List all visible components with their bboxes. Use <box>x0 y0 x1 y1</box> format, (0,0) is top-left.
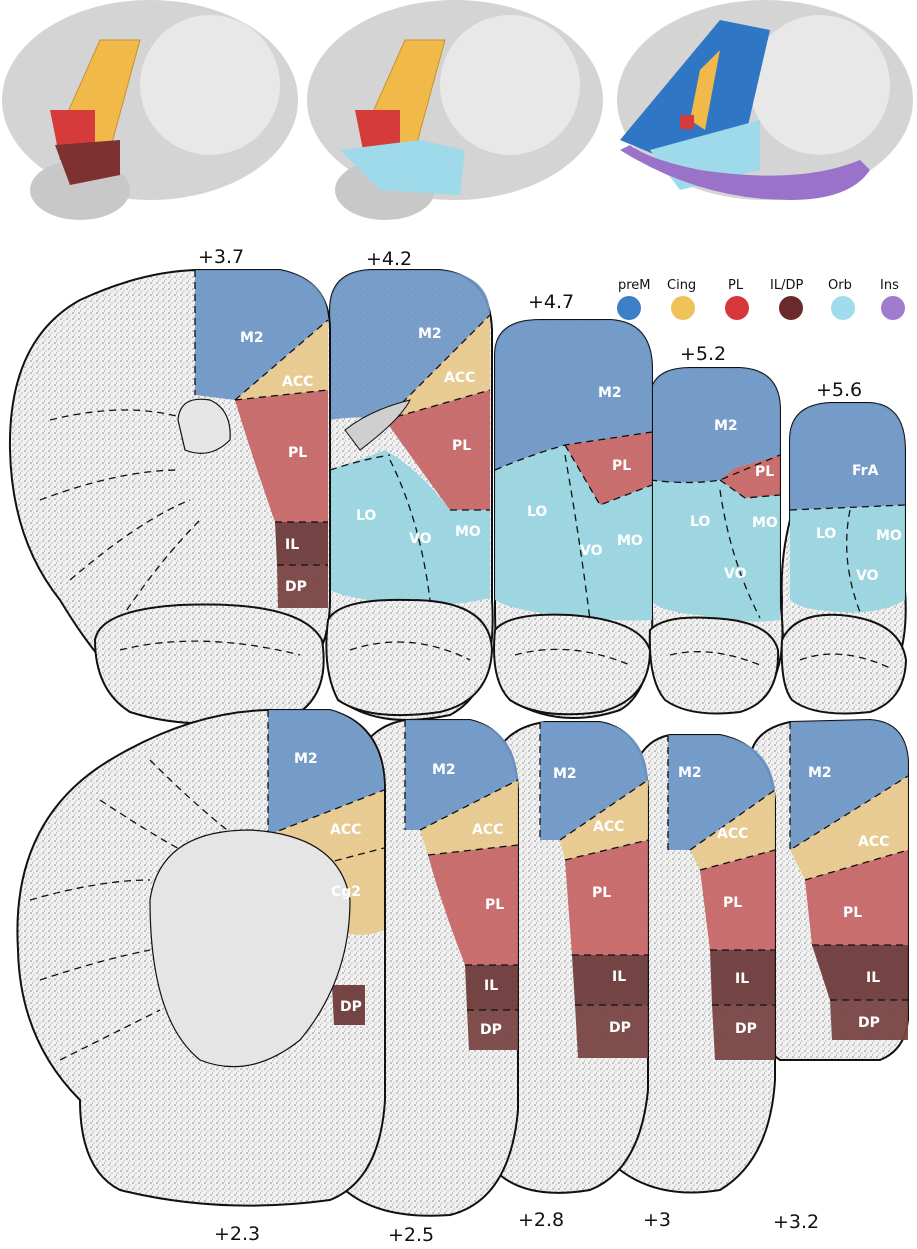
region-label: IL <box>612 969 626 985</box>
region-label: VO <box>580 543 603 559</box>
legend-swatch <box>779 296 803 320</box>
region-label: M2 <box>678 765 702 781</box>
legend-label: Orb <box>828 278 852 293</box>
region-label: M2 <box>240 330 264 346</box>
legend-swatch <box>881 296 905 320</box>
legend-swatch <box>725 296 749 320</box>
legend-label: preM <box>618 278 651 293</box>
section-coord: +2.8 <box>518 1209 564 1231</box>
section-plus-2-8: +2.8 M2 ACC PL IL DP <box>483 721 649 1231</box>
region-label: ACC <box>282 374 313 390</box>
region-label: PL <box>755 464 774 480</box>
region-label: DP <box>340 999 362 1015</box>
region-label: DP <box>609 1020 631 1036</box>
section-coord: +3.2 <box>773 1211 819 1233</box>
section-coord: +2.5 <box>388 1224 434 1246</box>
legend-swatch <box>617 296 641 320</box>
region-label: M2 <box>714 418 738 434</box>
section-coord: +5.2 <box>680 343 726 365</box>
brain-render-2 <box>307 0 603 220</box>
region-label: IL <box>484 978 498 994</box>
region-label: M2 <box>432 762 456 778</box>
brain-render-3 <box>617 0 913 200</box>
region-label: PL <box>288 445 307 461</box>
legend-label: Ins <box>880 278 899 293</box>
region-label: IL <box>866 970 880 986</box>
legend-swatch <box>831 296 855 320</box>
legend-label: Cing <box>667 278 696 293</box>
region-label: MO <box>876 528 902 544</box>
section-plus-4-2: +4.2 M2 ACC PL LO VO MO <box>327 248 494 721</box>
region-label: ACC <box>330 822 361 838</box>
region-label: M2 <box>808 765 832 781</box>
legend-item-2: PL <box>725 278 749 320</box>
region-label: M2 <box>553 766 577 782</box>
region-label: MO <box>752 515 778 531</box>
region-label: VO <box>724 566 747 582</box>
legend-item-4: Orb <box>828 278 855 320</box>
section-coord: +4.2 <box>366 248 412 270</box>
region-label: IL <box>285 537 299 553</box>
section-plus-3-2: +3.2 M2 ACC PL IL DP <box>749 718 909 1233</box>
region-label: ACC <box>858 834 889 850</box>
legend-item-3: IL/DP <box>770 278 803 320</box>
legend-item-1: Cing <box>667 278 696 320</box>
region-label: VO <box>409 531 432 547</box>
region-label: MO <box>617 533 643 549</box>
section-coord: +4.7 <box>528 291 574 313</box>
region-label: DP <box>858 1015 880 1031</box>
region-label: VO <box>856 568 879 584</box>
legend-label: IL/DP <box>770 278 803 293</box>
region-label: MO <box>455 524 481 540</box>
legend-swatch <box>671 296 695 320</box>
section-plus-2-3: +2.3 M2 ACC Cg2 DP <box>16 709 386 1245</box>
region-label: Cg2 <box>331 884 361 900</box>
region-label: PL <box>723 895 742 911</box>
region-label: LO <box>690 514 710 530</box>
region-label: FrA <box>852 463 879 479</box>
section-coord: +2.3 <box>214 1223 260 1245</box>
region-label: PL <box>452 438 471 454</box>
region-label: IL <box>735 971 749 987</box>
legend: preM Cing PL IL/DP Orb Ins <box>617 278 905 320</box>
region-label: PL <box>843 905 862 921</box>
region-label: LO <box>356 508 376 524</box>
section-coord: +3.7 <box>198 246 244 268</box>
region-label: LO <box>816 526 836 542</box>
section-coord: +3 <box>643 1209 671 1231</box>
legend-label: PL <box>728 278 744 293</box>
region-label: DP <box>285 579 307 595</box>
region-label: M2 <box>598 385 622 401</box>
region-label: ACC <box>444 370 475 386</box>
region-label: DP <box>480 1022 502 1038</box>
legend-item-0: preM <box>617 278 651 320</box>
legend-item-5: Ins <box>880 278 905 320</box>
section-coord: +5.6 <box>816 379 862 401</box>
region-label: PL <box>612 458 631 474</box>
region-label: M2 <box>418 326 442 342</box>
region-label: M2 <box>294 751 318 767</box>
region-label: ACC <box>593 819 624 835</box>
region-label: PL <box>592 885 611 901</box>
region-label: DP <box>735 1021 757 1037</box>
region-label: LO <box>527 504 547 520</box>
brain-render-1 <box>2 0 298 220</box>
top-ventral-stems <box>93 598 908 725</box>
region-label: ACC <box>717 826 748 842</box>
section-plus-3-7: +3.7 M2 ACC PL IL DP <box>8 246 331 701</box>
region-label: PL <box>485 897 504 913</box>
region-label: ACC <box>472 822 503 838</box>
